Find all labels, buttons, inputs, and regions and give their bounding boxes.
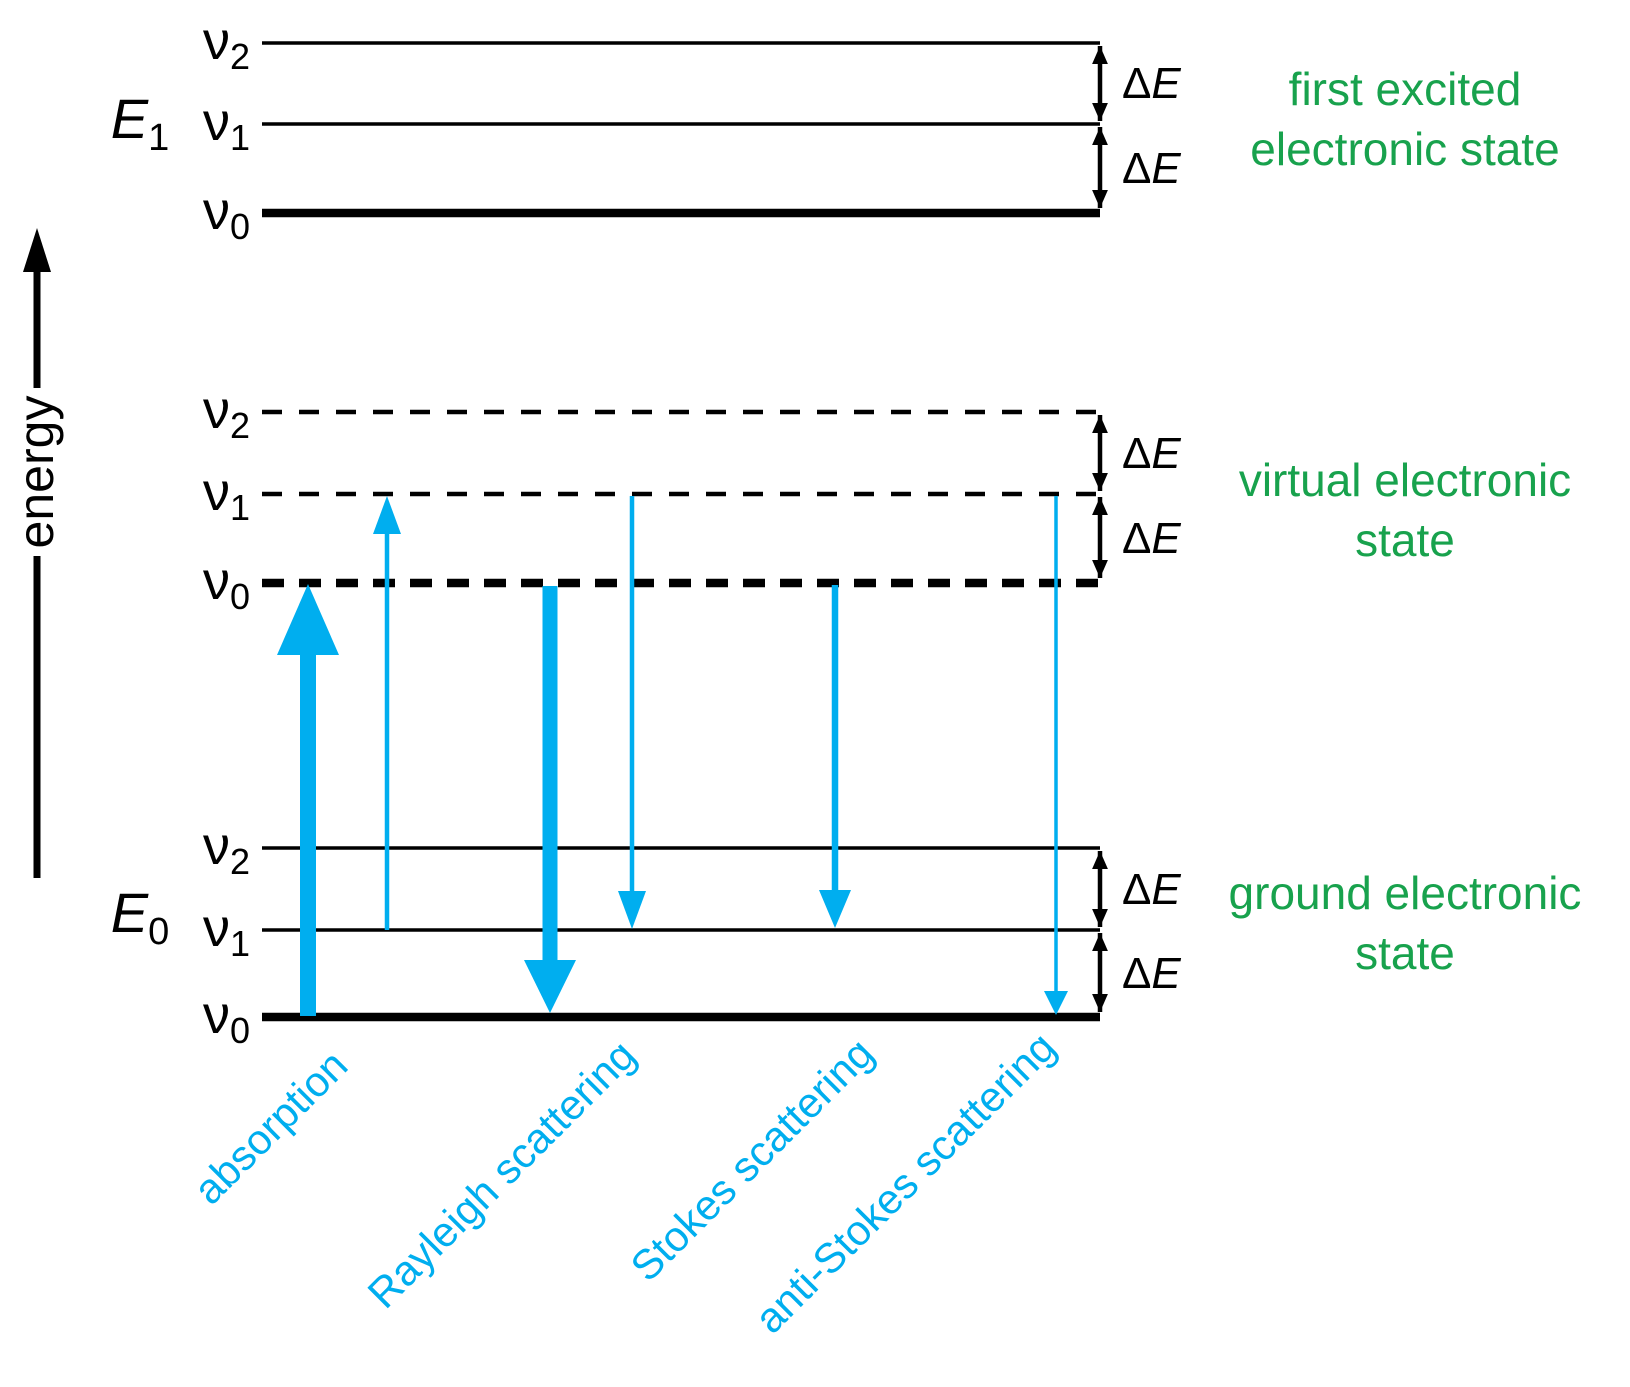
virtual-level-v2-label: ν2 — [203, 380, 250, 446]
stokes-arrowhead-icon — [819, 890, 851, 928]
energy-axis-arrowhead-icon — [23, 228, 51, 272]
energy-axis: energy — [8, 228, 64, 878]
ground-electronic-label: E0 — [111, 881, 170, 953]
virtual-deltaE-label-lower: ΔE — [1122, 514, 1181, 563]
anti-stokes-scattering-transition: anti-Stokes scattering — [746, 496, 1068, 1342]
excited-state-name-line1: first excited — [1289, 63, 1522, 115]
virtual-state-name-line1: virtual electronic — [1239, 454, 1571, 506]
rayleigh-scattering-transition: Rayleigh scattering — [359, 496, 646, 1317]
ground-level-v1-label: ν1 — [203, 898, 250, 964]
rayleigh-minor-arrowhead-icon — [618, 891, 646, 929]
ground-deltaE-label-upper: ΔE — [1122, 865, 1181, 914]
excited-deltaE-label-lower: ΔE — [1122, 144, 1181, 193]
absorption-minor-arrowhead-icon — [373, 496, 401, 534]
rayleigh-scattering-label: Rayleigh scattering — [359, 1031, 645, 1317]
virtual-state-group: ν2 ν1 ν0 ΔE ΔE virtual electronic state — [203, 380, 1571, 617]
ground-state-name-line2: state — [1355, 927, 1455, 979]
transition-arrows: absorption Rayleigh scattering Stokes sc… — [184, 496, 1068, 1342]
energy-axis-label: energy — [8, 396, 64, 549]
excited-level-v0-label: ν0 — [203, 181, 250, 247]
excited-level-v1-label: ν1 — [203, 92, 250, 158]
excited-level-v2-label: ν2 — [203, 11, 250, 77]
excited-electronic-label: E1 — [111, 87, 170, 159]
virtual-deltaE-label-upper: ΔE — [1122, 429, 1181, 478]
ground-state-group: ν2 ν1 ν0 E0 ΔE ΔE ground electronic stat… — [111, 816, 1582, 1051]
stokes-scattering-transition: Stokes scattering — [621, 585, 882, 1290]
excited-deltaE-label-upper: ΔE — [1122, 59, 1181, 108]
virtual-state-name-line2: state — [1355, 514, 1455, 566]
excited-state-group: ν2 ν1 ν0 E1 ΔE ΔE first excited electron… — [111, 11, 1560, 247]
anti-stokes-scattering-label: anti-Stokes scattering — [746, 1023, 1065, 1342]
ground-level-v2-label: ν2 — [203, 816, 250, 882]
absorption-arrowhead-icon — [277, 584, 339, 655]
rayleigh-arrowhead-icon — [524, 960, 576, 1013]
anti-stokes-arrowhead-icon — [1044, 991, 1068, 1015]
ground-state-name-line1: ground electronic — [1229, 867, 1582, 919]
virtual-level-v1-label: ν1 — [203, 462, 250, 528]
excited-state-name-line2: electronic state — [1250, 123, 1559, 175]
ground-level-v0-label: ν0 — [203, 985, 250, 1051]
virtual-level-v0-label: ν0 — [203, 551, 250, 617]
absorption-label: absorption — [184, 1041, 356, 1213]
ground-deltaE-label-lower: ΔE — [1122, 949, 1181, 998]
